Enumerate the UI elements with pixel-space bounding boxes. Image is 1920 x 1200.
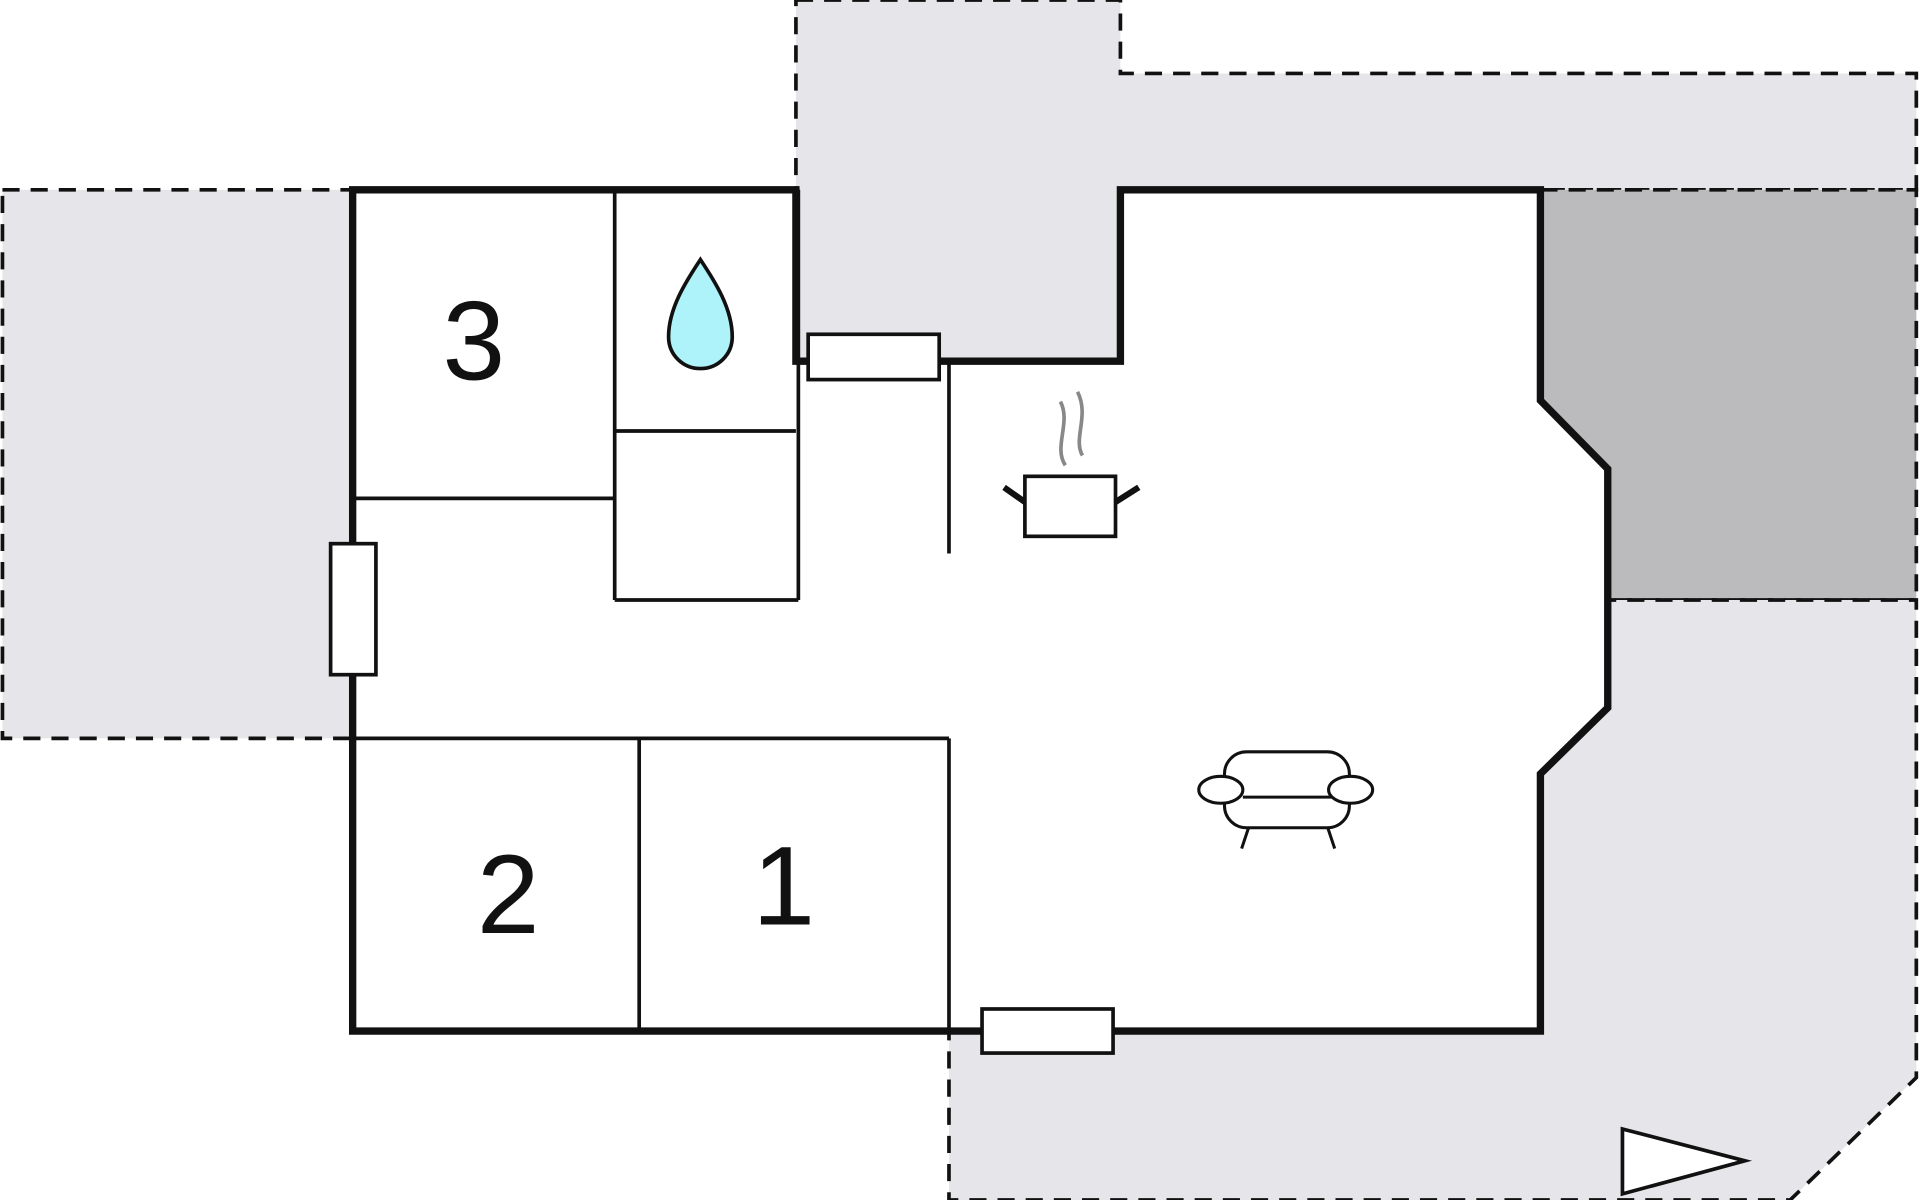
window-bottom (980, 1007, 1115, 1055)
interior-walls (352, 189, 951, 1032)
windows (328, 332, 1115, 1055)
cooking-pot-icon (1002, 391, 1141, 539)
room-1-label: 1 (752, 822, 815, 948)
window-left (328, 541, 378, 677)
sofa-icon (1197, 750, 1375, 850)
room-3-label: 3 (443, 278, 506, 404)
window-top (806, 332, 942, 382)
water-drop-icon (666, 256, 735, 371)
north-arrow-icon (1620, 1126, 1753, 1197)
room-2-label: 2 (477, 831, 540, 957)
left-terrace (0, 187, 355, 741)
exterior-walls (348, 186, 1612, 1035)
